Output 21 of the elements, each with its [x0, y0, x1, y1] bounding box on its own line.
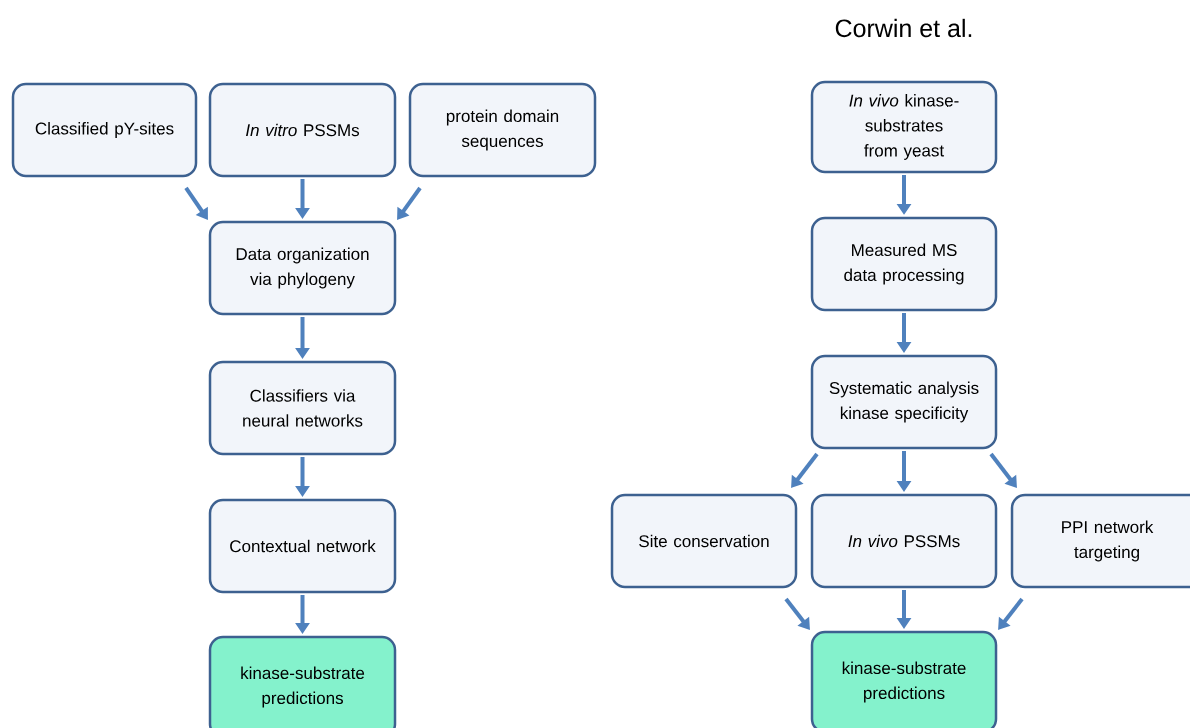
result-box: kinase-substrate predictions	[208, 635, 397, 728]
process-box: Data organization via phylogeny	[208, 220, 397, 316]
arrow	[397, 186, 422, 220]
process-box: protein domain sequences	[408, 82, 597, 178]
arrow	[989, 452, 1017, 488]
process-box: PPI network targeting	[1010, 493, 1190, 589]
process-box: Systematic analysis kinase specificity	[810, 354, 998, 450]
result-box: kinase-substrate predictions	[810, 630, 998, 728]
process-box: In vivo kinase-substrates from yeast	[810, 80, 998, 174]
process-box: Classified pY-sites	[11, 82, 198, 178]
process-box: Site conservation	[610, 493, 798, 589]
arrow	[791, 452, 819, 488]
process-box: In vitro PSSMs	[208, 82, 397, 178]
arrow	[998, 597, 1024, 630]
process-box: In vivo PSSMs	[810, 493, 998, 589]
arrow	[184, 186, 208, 220]
column-heading: Corwin et al.	[835, 18, 972, 38]
arrow	[784, 597, 810, 630]
process-box: Contextual network	[208, 498, 397, 594]
process-box: Measured MS data processing	[810, 216, 998, 312]
process-box: Classifiers via neural networks	[208, 360, 397, 456]
